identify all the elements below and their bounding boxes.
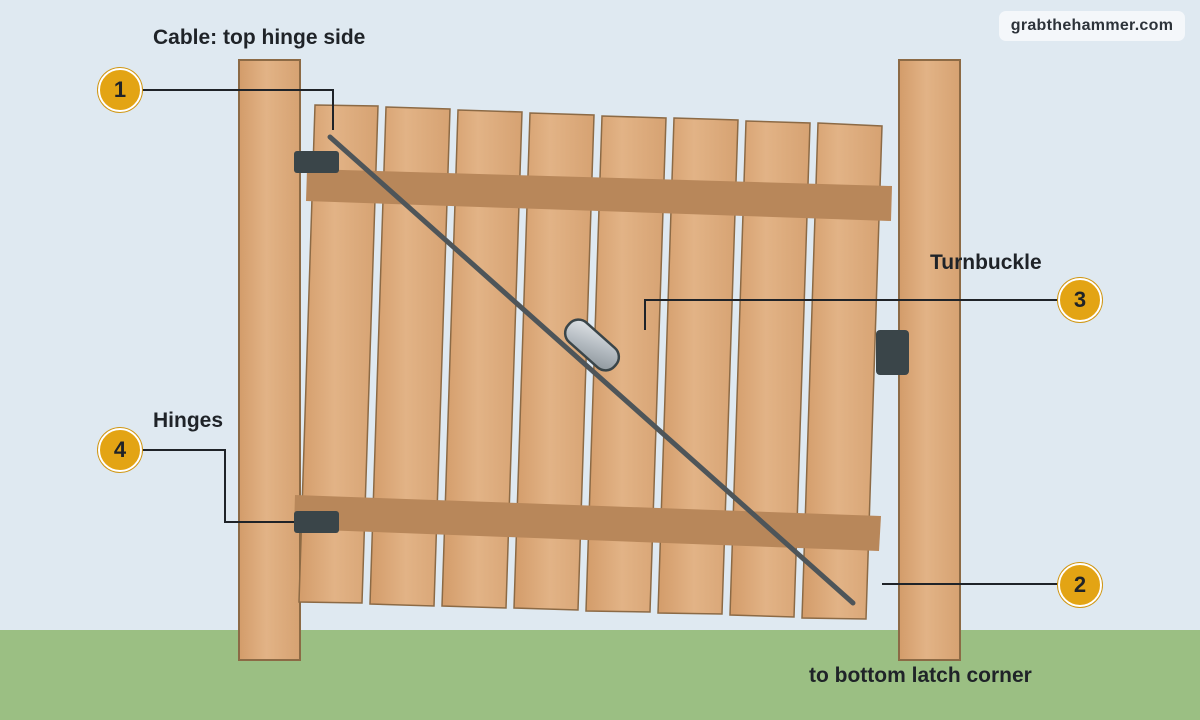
gate-board (441, 109, 523, 609)
callout-badge-3: 3 (1058, 278, 1102, 322)
gate-panel (294, 104, 892, 620)
leader-line-1 (140, 89, 334, 130)
latch (876, 330, 909, 375)
hinges-label: Hinges (153, 409, 224, 432)
latch-corner-label: to bottom latch corner (809, 664, 1032, 687)
leader-line-3 (644, 299, 1060, 330)
leader-lines (140, 89, 1060, 585)
top-rail (306, 169, 892, 221)
gate-board (657, 117, 739, 615)
turnbuckle (563, 318, 621, 372)
right-post (898, 59, 961, 661)
gate-board (298, 104, 379, 604)
callout-badge-2: 2 (1058, 563, 1102, 607)
callout-badge-1: 1 (98, 68, 142, 112)
gate-board (801, 122, 883, 620)
cable (327, 134, 856, 606)
brand-watermark: grabthehammer.com (999, 11, 1185, 41)
gate-board (369, 106, 451, 607)
bottom-rail (294, 495, 881, 551)
leader-line-4 (140, 449, 294, 523)
bottom-hinge (294, 511, 339, 533)
gate-board (729, 120, 811, 618)
turnbuckle-label: Turnbuckle (930, 251, 1042, 274)
gate-board (513, 112, 595, 611)
callout-badge-4: 4 (98, 428, 142, 472)
left-post (238, 59, 301, 661)
gate-board (585, 115, 667, 613)
cable-label: Cable: top hinge side (153, 26, 366, 49)
top-hinge (294, 151, 339, 173)
grass (0, 630, 1200, 720)
